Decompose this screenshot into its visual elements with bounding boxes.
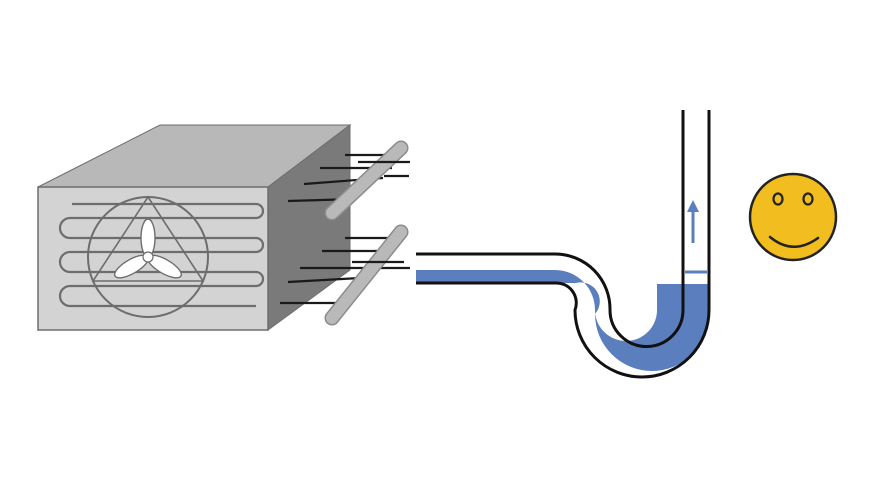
smiley-face-icon: [748, 172, 838, 262]
fan-guard: [91, 195, 205, 282]
manometer-tube-outer: [416, 110, 711, 379]
smiley-left-eye: [772, 192, 784, 206]
connector-pipes: [280, 140, 410, 326]
wire-lower-4: [287, 276, 361, 284]
fan-blade-top: [140, 218, 156, 258]
manometer-tube-inner: [416, 110, 685, 348]
pipe-lower: [326, 226, 407, 324]
fan-hub: [142, 251, 154, 263]
ac-unit: [37, 123, 352, 331]
up-arrow-icon: [687, 200, 699, 243]
smiley-right-eye: [802, 192, 814, 206]
fan-icon: [87, 195, 209, 318]
ac-unit-coil: [58, 202, 265, 308]
smiley-mouth: [768, 235, 820, 248]
pipe-upper: [326, 142, 407, 219]
u-tube-manometer: [416, 110, 711, 379]
